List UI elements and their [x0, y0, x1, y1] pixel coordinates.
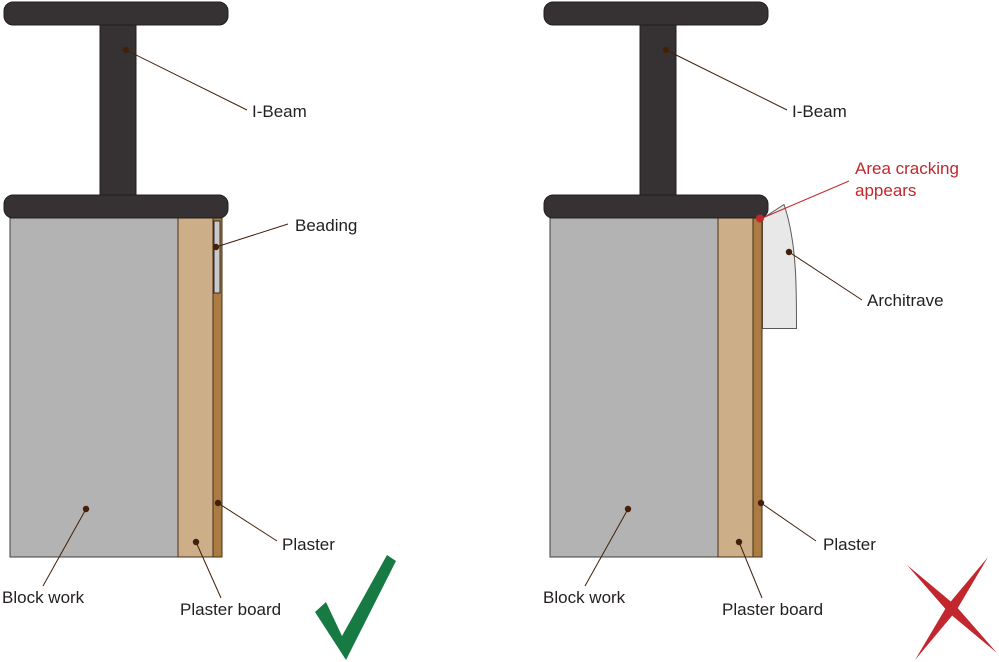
left-diagram-correct: I-Beam Beading Plaster Block work Plaste…	[2, 1, 396, 660]
i-beam-top-flange	[543, 1, 769, 26]
label-area-cracking-line1: Area cracking	[855, 159, 959, 178]
label-plaster-board: Plaster board	[722, 600, 823, 619]
marker-dot-i-beam	[122, 46, 130, 54]
i-beam-web	[639, 19, 677, 201]
leader-block-work	[584, 508, 629, 587]
right-diagram-incorrect: I-Beam Area cracking appears Architrave …	[543, 1, 997, 660]
leader-plaster	[217, 502, 278, 542]
block-work-layer	[549, 217, 719, 558]
i-beam-bottom-flange	[543, 194, 769, 219]
leader-i-beam	[125, 49, 248, 111]
marker-dot-plaster-board	[735, 538, 743, 546]
label-architrave: Architrave	[867, 291, 944, 310]
label-i-beam: I-Beam	[252, 102, 307, 121]
leader-plaster-board	[195, 541, 222, 599]
marker-dot-beading	[212, 243, 220, 251]
cross-stroke-tr-bl	[915, 557, 988, 660]
marker-dot-block-work	[624, 505, 632, 513]
leader-i-beam	[665, 49, 788, 111]
label-block-work: Block work	[543, 588, 626, 607]
label-plaster: Plaster	[282, 535, 335, 554]
leader-architrave	[788, 251, 863, 301]
leader-plaster-board	[738, 541, 763, 599]
label-plaster-board: Plaster board	[180, 600, 281, 619]
i-beam-bottom-flange	[3, 194, 229, 219]
label-plaster: Plaster	[823, 535, 876, 554]
leader-beading	[215, 223, 289, 248]
leader-plaster	[760, 502, 817, 542]
label-area-cracking-line2: appears	[855, 181, 916, 200]
marker-dot-plaster	[757, 499, 765, 507]
marker-dot-plaster	[214, 499, 222, 507]
marker-dot-architrave	[785, 248, 793, 256]
marker-dot-plaster-board	[192, 538, 200, 546]
marker-dot-i-beam	[662, 46, 670, 54]
leader-block-work	[42, 508, 87, 587]
leader-area-cracking	[759, 180, 850, 220]
i-beam-top-flange	[3, 1, 229, 26]
label-beading: Beading	[295, 216, 357, 235]
plaster-board-layer	[717, 217, 754, 558]
check-icon	[315, 555, 396, 660]
block-work-layer	[9, 217, 179, 558]
i-beam-web	[99, 19, 137, 201]
plaster-board-layer	[177, 217, 214, 558]
label-i-beam: I-Beam	[792, 102, 847, 121]
beading-strip	[213, 220, 221, 294]
marker-dot-block-work	[82, 505, 90, 513]
label-block-work: Block work	[2, 588, 85, 607]
cross-icon	[907, 557, 997, 660]
architrave-molding	[762, 203, 798, 329]
crack-point-dot	[756, 214, 764, 223]
